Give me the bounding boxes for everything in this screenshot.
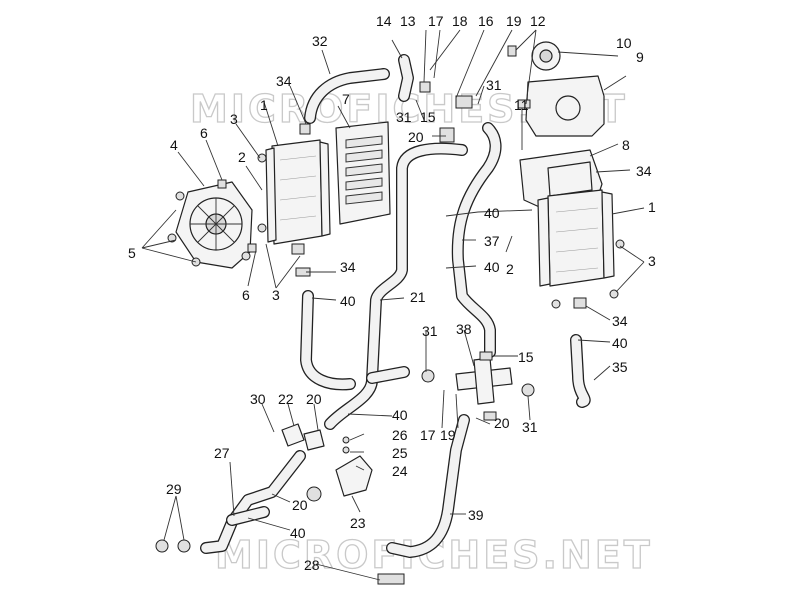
callout-17: 17 (428, 13, 444, 29)
callout-16: 16 (478, 13, 494, 29)
callout-18: 18 (452, 13, 468, 29)
callout-8: 8 (622, 137, 630, 153)
callout-11: 11 (514, 97, 529, 113)
callout-17: 17 (420, 427, 436, 443)
radiator-right (537, 189, 625, 309)
callout-20: 20 (408, 129, 424, 145)
callout-25: 25 (392, 445, 408, 461)
callout-20: 20 (494, 415, 510, 431)
radiator-grille (335, 121, 391, 225)
callout-19: 19 (440, 427, 456, 443)
callout-3: 3 (272, 287, 280, 303)
callout-37: 37 (484, 233, 500, 249)
callout-30: 30 (250, 391, 266, 407)
callout-15: 15 (518, 349, 534, 365)
callout-6: 6 (242, 287, 250, 303)
callout-labels: 1 1 2 2 3 3 3 4 5 6 6 7 8 9 10 11 12 13 … (128, 13, 656, 573)
callout-35: 35 (612, 359, 628, 375)
callout-40: 40 (484, 205, 500, 221)
callout-6: 6 (200, 125, 208, 141)
callout-38: 38 (456, 321, 472, 337)
callout-19: 19 (506, 13, 522, 29)
callout-34: 34 (636, 163, 652, 179)
callout-3: 3 (230, 111, 238, 127)
callout-40: 40 (392, 407, 408, 423)
radiator-left (257, 123, 331, 277)
callout-20: 20 (306, 391, 322, 407)
callout-34: 34 (612, 313, 628, 329)
hoses (200, 54, 591, 558)
callout-40: 40 (612, 335, 628, 351)
callout-4: 4 (170, 137, 178, 153)
fan-assembly (167, 179, 257, 269)
callout-31: 31 (396, 109, 412, 125)
callout-31: 31 (422, 323, 438, 339)
callout-20: 20 (292, 497, 308, 513)
callout-13: 13 (400, 13, 416, 29)
callout-21: 21 (410, 289, 426, 305)
callout-31: 31 (522, 419, 538, 435)
callout-9: 9 (636, 49, 644, 65)
callout-32: 32 (312, 33, 328, 49)
fittings (155, 81, 535, 585)
callout-7: 7 (342, 91, 350, 107)
callout-22: 22 (278, 391, 294, 407)
callout-31: 31 (486, 77, 502, 93)
callout-2: 2 (506, 261, 514, 277)
callout-29: 29 (166, 481, 182, 497)
callout-28: 28 (304, 557, 320, 573)
callout-14: 14 (376, 13, 392, 29)
callout-12: 12 (530, 13, 546, 29)
callout-27: 27 (214, 445, 230, 461)
callout-23: 23 (350, 515, 366, 531)
expansion-tank (507, 41, 605, 137)
callout-2: 2 (238, 149, 246, 165)
callout-40: 40 (340, 293, 356, 309)
callout-40: 40 (290, 525, 306, 541)
callout-24: 24 (392, 463, 408, 479)
callout-39: 39 (468, 507, 484, 523)
callout-40: 40 (484, 259, 500, 275)
callout-15: 15 (420, 109, 436, 125)
callout-1: 1 (260, 97, 268, 113)
callout-26: 26 (392, 427, 408, 443)
callout-34: 34 (340, 259, 356, 275)
leader-lines (141, 29, 645, 581)
callout-1: 1 (648, 199, 656, 215)
callout-3: 3 (648, 253, 656, 269)
callout-34: 34 (276, 73, 292, 89)
callout-10: 10 (616, 35, 632, 51)
callout-5: 5 (128, 245, 136, 261)
